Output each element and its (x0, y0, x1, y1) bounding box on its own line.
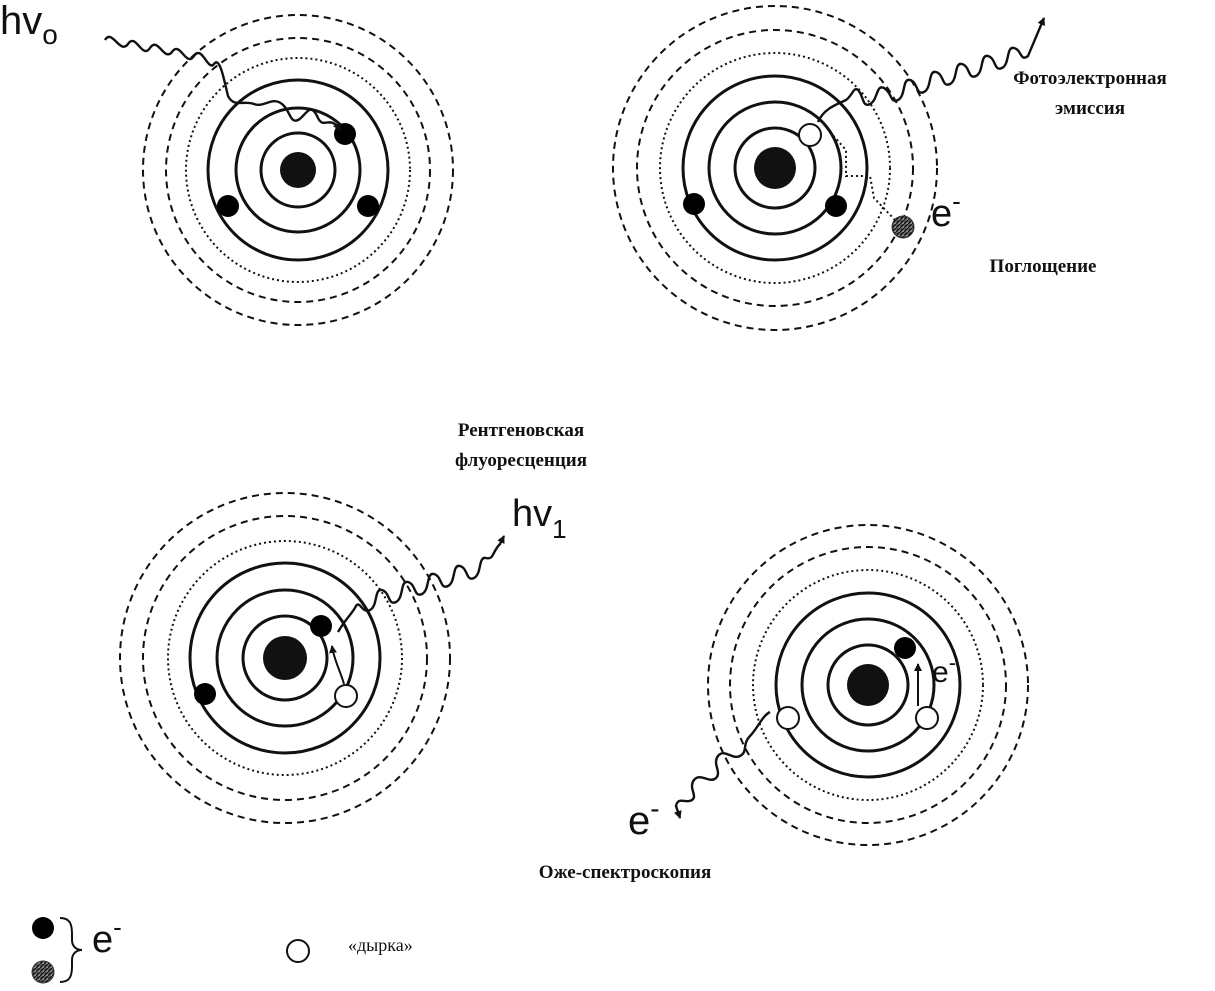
legend-brace (59, 917, 83, 983)
fluorescence-label-2: флуоресценция (455, 450, 587, 471)
transition-arrow (329, 645, 345, 685)
electron (310, 615, 332, 637)
photoemission-label-1: Фотоэлектронная (1013, 68, 1167, 89)
legend: e- «дырка» (31, 912, 413, 984)
outer-shell-dashed-2 (729, 546, 1007, 824)
shell-k (733, 126, 817, 210)
shell-l (774, 591, 962, 779)
shell-m (800, 617, 936, 753)
hole (776, 706, 800, 730)
nucleus (280, 152, 316, 188)
hole (334, 684, 358, 708)
shell-l (681, 74, 869, 262)
hole (915, 706, 939, 730)
dotted-shell (167, 540, 403, 776)
electron-label: e- (931, 186, 961, 235)
hv0-label: hvo (0, 0, 58, 50)
shell-k (259, 131, 337, 209)
legend-hole (286, 939, 310, 963)
shell-m (215, 588, 355, 728)
dotted-shell (659, 52, 891, 284)
electron (894, 637, 916, 659)
electron (217, 195, 239, 217)
dotted-shell (185, 57, 411, 283)
nucleus (263, 636, 307, 680)
atom-auger (673, 524, 1029, 846)
atom-fluorescence (119, 492, 506, 824)
electron-path-dotted (829, 131, 896, 221)
hv1-label: hv1 (512, 493, 567, 544)
emitted-photon-wave (336, 535, 506, 633)
legend-electron-label: e- (92, 912, 122, 961)
incident-electron-wave (673, 710, 771, 819)
legend-electron-hatched (31, 960, 55, 984)
dotted-shell (752, 569, 984, 801)
incident-electron-label: e- (628, 793, 660, 843)
shell-l (206, 78, 390, 262)
outer-shell-dashed (707, 524, 1029, 846)
emitted-photoelectron-wave (816, 17, 1046, 123)
shell-m (707, 100, 843, 236)
atom-photoemission (612, 5, 1046, 331)
shell-k (826, 643, 910, 727)
auger-label: Оже-спектроскопия (539, 862, 712, 883)
outer-shell-dashed (142, 14, 454, 326)
electron (357, 195, 379, 217)
ejected-electron-hatched (891, 215, 915, 239)
shell-k (241, 614, 329, 702)
hole (798, 123, 822, 147)
shell-l (188, 561, 382, 755)
auger-electron-label: e- (932, 650, 956, 689)
legend-electron-solid (32, 917, 54, 939)
fluorescence-label-1: Рентгеновская (458, 420, 584, 441)
photoemission-label-2: эмиссия (1055, 98, 1125, 119)
incident-photon-wave (103, 35, 342, 131)
nucleus (754, 147, 796, 189)
outer-shell-dashed-2 (165, 37, 431, 303)
shell-m (234, 106, 362, 234)
nucleus (847, 664, 889, 706)
outer-shell-dashed (119, 492, 451, 824)
electron (194, 683, 216, 705)
electron (825, 195, 847, 217)
legend-hole-label: «дырка» (348, 935, 413, 955)
outer-shell-dashed (612, 5, 938, 331)
electron (683, 193, 705, 215)
outer-shell-dashed-2 (636, 29, 914, 307)
atom-initial (103, 14, 454, 326)
outer-shell-dashed-2 (142, 515, 428, 801)
absorption-label: Поглощение (990, 256, 1097, 277)
